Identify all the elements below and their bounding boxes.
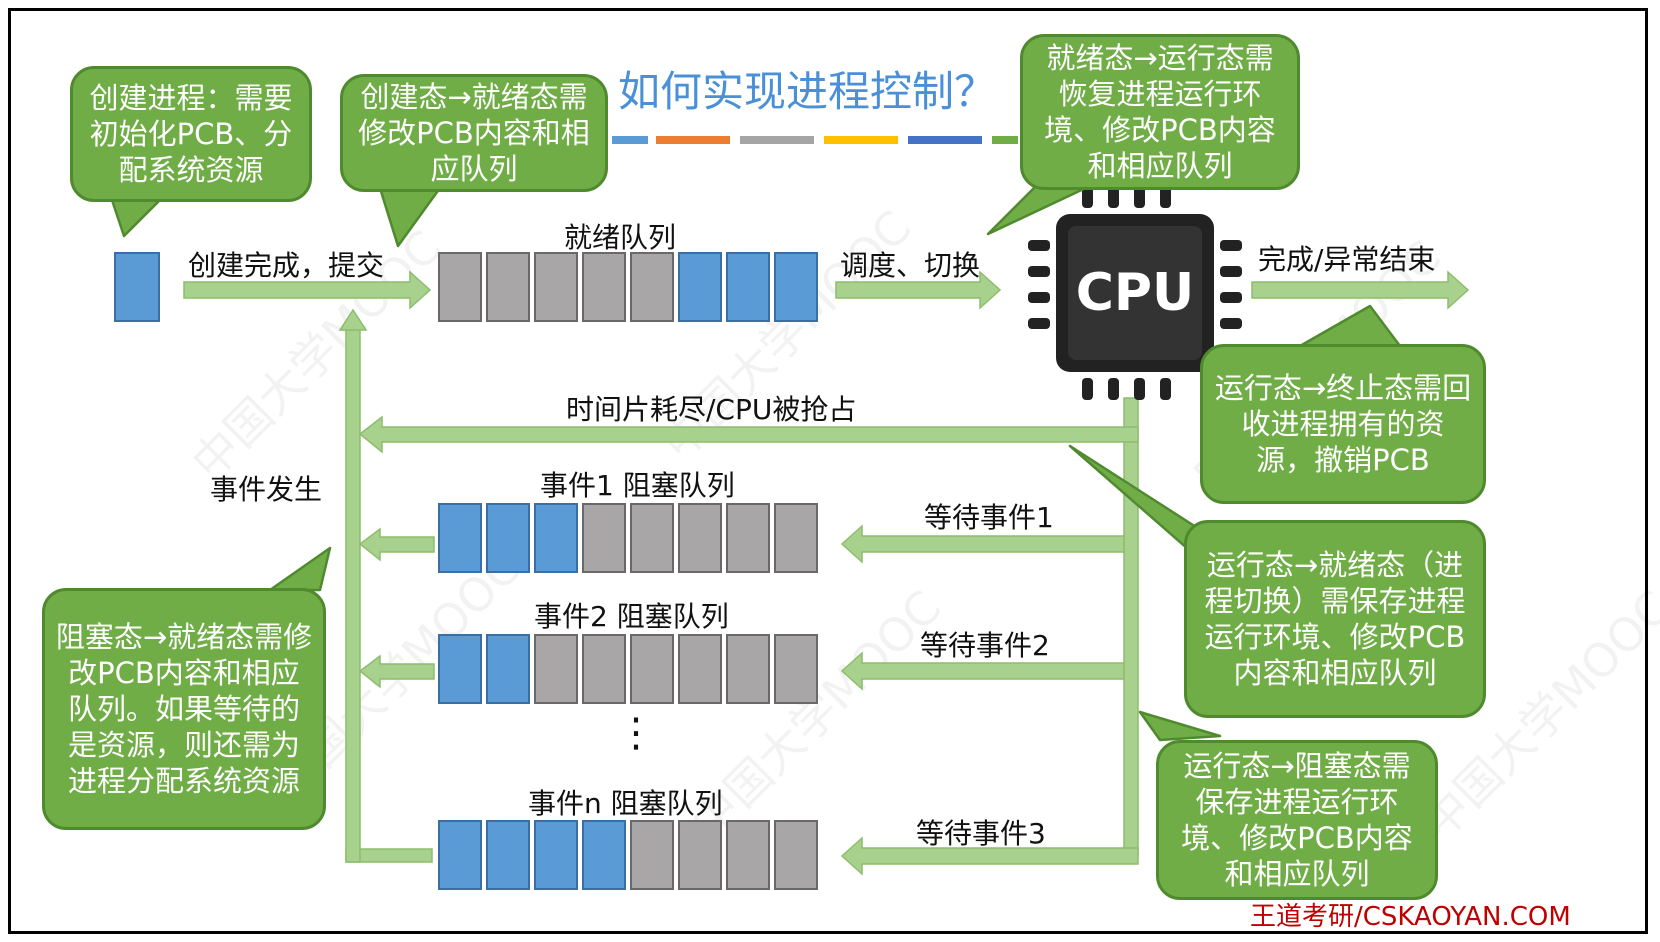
queue-cell-gray	[726, 634, 770, 704]
title-underline-dash	[740, 136, 814, 144]
arrow-blocked1-out	[358, 527, 435, 562]
title-underline-dash	[824, 136, 898, 144]
queue-cell-gray	[630, 634, 674, 704]
queue-cell-blue	[486, 634, 530, 704]
queue-cell-gray	[774, 634, 818, 704]
queue-cell-gray	[486, 252, 530, 322]
queue-cell-blue	[486, 503, 530, 573]
queue-cell-gray	[630, 820, 674, 890]
queue-cell-gray	[630, 503, 674, 573]
label-schedule-switch: 调度、切换	[840, 249, 981, 282]
arrow-create-to-ready	[183, 270, 432, 310]
label-blocked-queue-2: 事件2 阻塞队列	[534, 600, 729, 633]
cpu-label: CPU	[1076, 263, 1195, 323]
queue-cell-blue	[534, 503, 578, 573]
callout-ready-to-running: 就绪态→运行态需恢复进程运行环境、修改PCB内容和相应队列	[1020, 34, 1300, 190]
arrow-wait-event-3	[840, 836, 1139, 876]
queue-cell-blue	[438, 503, 482, 573]
queue-cell-gray	[582, 252, 626, 322]
page-title: 如何实现进程控制？	[618, 67, 997, 116]
slide-frame	[8, 8, 1648, 934]
label-wait-event-3: 等待事件3	[916, 817, 1046, 850]
queue-cell-gray	[774, 503, 818, 573]
callout-blocked-to-ready: 阻塞态→就绪态需修改PCB内容和相应队列。如果等待的是资源，则还需为进程分配系统…	[42, 588, 326, 830]
queue-cell-gray	[582, 503, 626, 573]
queue-cell-gray	[534, 634, 578, 704]
queue-cell-gray	[678, 634, 722, 704]
queue-cell-blue	[486, 820, 530, 890]
callout-running-to-terminated: 运行态→终止态需回收进程拥有的资源，撤销PCB	[1200, 344, 1486, 504]
callout-create-process: 创建进程：需要初始化PCB、分配系统资源	[70, 66, 312, 202]
title-underline-dash	[656, 136, 730, 144]
queue-cell-blue	[438, 820, 482, 890]
label-event-occurs: 事件发生	[210, 473, 323, 506]
label-blocked-queue-n: 事件n 阻塞队列	[528, 787, 723, 820]
arrow-wait-event-2	[840, 651, 1125, 691]
queue-cell-gray	[726, 503, 770, 573]
new-process-block	[114, 252, 160, 322]
title-underline-dash	[908, 136, 982, 144]
label-wait-event-1: 等待事件1	[924, 501, 1054, 534]
queue-cell-blue	[438, 634, 482, 704]
callout-running-to-ready: 运行态→就绪态（进程切换）需保存进程运行环境、修改PCB内容和相应队列	[1184, 520, 1486, 718]
title-underline-dash	[612, 136, 648, 144]
label-blocked-queue-1: 事件1 阻塞队列	[540, 469, 735, 502]
queue-cell-blue	[726, 252, 770, 322]
queue-cell-blue	[582, 820, 626, 890]
callout-running-to-blocked: 运行态→阻塞态需保存进程运行环境、修改PCB内容和相应队列	[1156, 740, 1438, 900]
arrow-timeslice	[358, 415, 1139, 454]
queue-cell-gray	[630, 252, 674, 322]
queue-cell-gray	[438, 252, 482, 322]
queue-cell-blue	[678, 252, 722, 322]
arrow-wait-event-1	[840, 524, 1125, 564]
cpu-chip-icon: CPU	[1028, 186, 1242, 400]
credit-text: 王道考研/CSKAOYAN.COM	[1250, 902, 1571, 932]
queue-cell-gray	[678, 503, 722, 573]
queue-cell-blue	[534, 820, 578, 890]
arrow-cpu-to-exit	[1251, 270, 1470, 310]
arrow-ready-to-cpu	[835, 270, 1002, 310]
queue-cell-gray	[726, 820, 770, 890]
arrow-blocked2-out	[358, 654, 435, 689]
queue-cell-gray	[774, 820, 818, 890]
queue-cell-gray	[534, 252, 578, 322]
label-ready-queue: 就绪队列	[564, 221, 677, 254]
arrow-event-up	[338, 308, 368, 331]
queue-cell-gray	[582, 634, 626, 704]
label-create-done: 创建完成，提交	[188, 249, 385, 282]
label-timeslice-preempt: 时间片耗尽/CPU被抢占	[566, 393, 857, 426]
label-complete-abnormal: 完成/异常结束	[1258, 243, 1436, 276]
queue-cell-gray	[678, 820, 722, 890]
queue-cell-blue	[774, 252, 818, 322]
label-wait-event-2: 等待事件2	[920, 629, 1050, 662]
title-underline-dash	[992, 136, 1018, 144]
queue-ellipsis: ⋮	[616, 710, 656, 756]
callout-new-to-ready: 创建态→就绪态需修改PCB内容和相应队列	[340, 74, 608, 192]
